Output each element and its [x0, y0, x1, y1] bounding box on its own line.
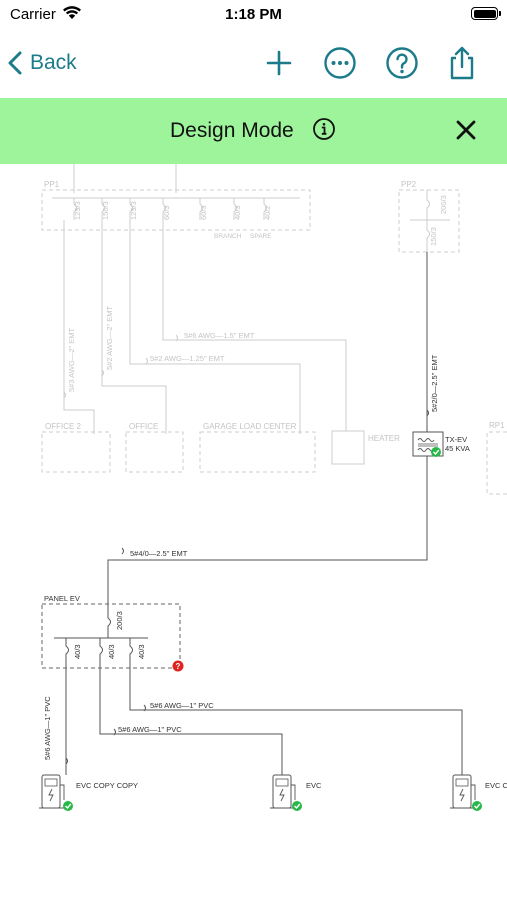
pp1-breaker-6: 40/3	[233, 205, 242, 220]
branch-breaker-3-label: 40/3	[137, 644, 146, 659]
branch-breaker-1-label: 40/3	[73, 644, 82, 659]
banner-title: Design Mode	[170, 119, 294, 142]
office-label: OFFICE	[129, 422, 158, 431]
status-bar: Carrier 1:18 PM	[0, 0, 507, 30]
load-office-2[interactable]	[41, 431, 111, 473]
ev-charger-copy-copy[interactable]	[39, 774, 66, 809]
panel-ev-error-icon[interactable]: ?	[172, 660, 184, 672]
pp1-breaker-3: 125/3	[129, 201, 138, 220]
faded-diagram-labels: PP1 125/3 150/3 125/3 60/3 60/3 40/3 40/…	[44, 180, 505, 443]
panel-pp2[interactable]	[398, 189, 460, 253]
wire-label-4: 5#2 AWG—2" EMT	[105, 306, 114, 370]
panel-ev[interactable]	[41, 603, 181, 669]
close-icon[interactable]	[455, 119, 477, 141]
navigation-bar: Back	[0, 34, 507, 96]
back-label: Back	[30, 51, 77, 74]
carrier-label: Carrier	[10, 6, 56, 23]
panel-pp1[interactable]	[41, 189, 311, 231]
branch-breaker-2-label: 40/3	[107, 644, 116, 659]
evc3-wire-label: 5#6 AWG—1" PVC	[150, 701, 214, 710]
design-mode-banner: Design Mode	[0, 98, 507, 164]
one-line-diagram[interactable]: PP1 125/3 150/3 125/3 60/3 60/3 40/3 40/…	[0, 164, 507, 900]
evc-label: EVC	[306, 781, 322, 790]
feeder-wire-label: 5#4/0—2.5" EMT	[130, 549, 188, 558]
spare-label: SPARE	[250, 233, 272, 240]
main-breaker-label: 200/3	[115, 611, 124, 630]
pp1-breaker-7: 40/2	[263, 205, 272, 220]
battery-icon	[471, 7, 501, 20]
ev-charger-evc-c[interactable]	[450, 774, 477, 809]
pp1-breaker-5: 60/3	[199, 205, 208, 220]
pp2-breaker: 150/3	[429, 227, 438, 246]
active-wiring	[54, 252, 463, 775]
evc-copy-check-icon	[63, 801, 73, 811]
chevron-left-icon	[8, 51, 22, 75]
tx-wire-label: 5#2/0—2.5" EMT	[430, 354, 439, 412]
evc1-wire-label: 5#6 AWG—1" PVC	[43, 696, 52, 760]
load-heater[interactable]	[331, 430, 365, 465]
evc-c-check-icon	[472, 801, 482, 811]
evc2-wire-label: 5#6 AWG—1" PVC	[118, 725, 182, 734]
add-icon[interactable]	[261, 45, 297, 81]
load-office[interactable]	[125, 431, 184, 473]
tx-status-check-icon	[431, 447, 441, 457]
evc-copy-copy-label: EVC COPY COPY	[76, 781, 138, 790]
status-time: 1:18 PM	[225, 6, 282, 23]
branch-label: BRANCH	[214, 233, 242, 240]
help-icon[interactable]	[384, 45, 420, 81]
evc-check-icon	[292, 801, 302, 811]
faded-diagram-section	[41, 164, 507, 495]
wire-label-1: 5#6 AWG—1.5" EMT	[184, 331, 255, 340]
rp1-label: RP1	[489, 421, 505, 430]
svg-text:?: ?	[176, 662, 181, 671]
wire-label-2: 5#2 AWG—1.25" EMT	[150, 354, 225, 363]
tx-kva-label: 45 KVA	[445, 444, 470, 453]
back-button[interactable]: Back	[8, 46, 77, 80]
info-icon[interactable]	[312, 117, 336, 141]
share-icon[interactable]	[444, 45, 480, 81]
pp1-breaker-1: 125/3	[73, 201, 82, 220]
pp1-label: PP1	[44, 180, 60, 189]
pp1-breakers	[73, 198, 267, 220]
pp1-breaker-4: 60/3	[162, 205, 171, 220]
garage-label: GARAGE LOAD CENTER	[203, 422, 297, 431]
more-icon[interactable]	[322, 45, 358, 81]
pp2-breaker-top: 200/3	[439, 195, 448, 214]
office-2-label: OFFICE 2	[45, 422, 82, 431]
evc-c-label: EVC C	[485, 781, 507, 790]
pp1-breaker-2: 150/3	[101, 201, 110, 220]
pp2-label: PP2	[401, 180, 417, 189]
wifi-icon	[63, 6, 81, 19]
ev-charger-evc[interactable]	[270, 774, 297, 809]
panel-ev-label: PANEL EV	[44, 594, 80, 603]
load-garage-center[interactable]	[199, 431, 316, 473]
heater-label: HEATER	[368, 434, 400, 443]
wire-label-3: 5#3 AWG—2" EMT	[67, 328, 76, 392]
tx-name-label: TX-EV	[445, 435, 467, 444]
